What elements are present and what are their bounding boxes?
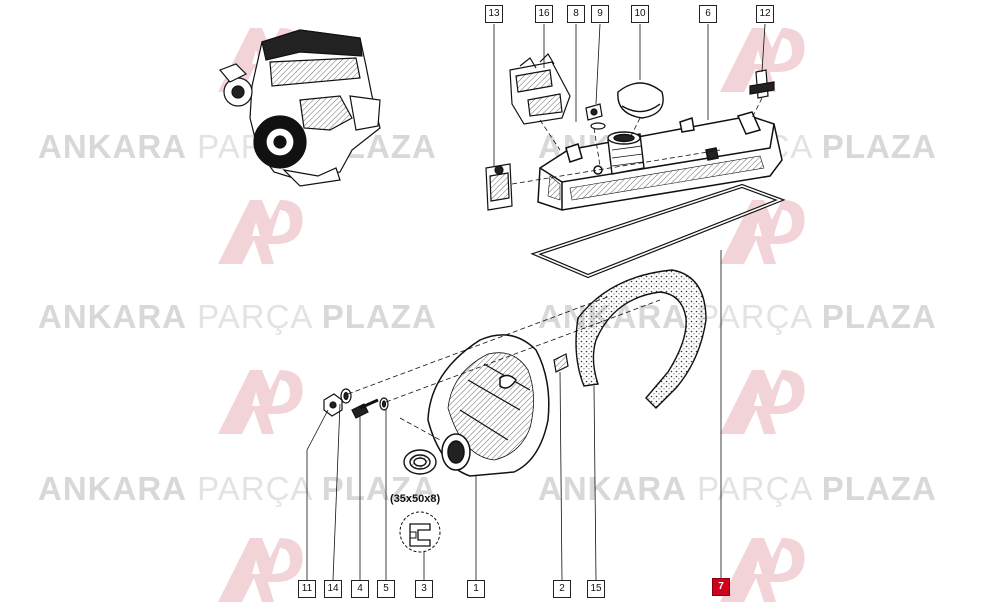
wiring-bracket [509,53,571,125]
watermark-text: ANKARA PARÇA PLAZA [538,470,937,507]
seal-section-detail [399,511,441,553]
callout-8[interactable]: 8 [567,5,585,23]
watermark-logo-icon [218,200,303,264]
breather-valve [485,163,513,211]
crankshaft-oil-seal [403,449,437,475]
callout-7-highlighted[interactable]: 7 [712,578,730,596]
callout-6[interactable]: 6 [699,5,717,23]
watermark-text: ANKARA PARÇA PLAZA [38,298,437,335]
watermark-logo-icon [720,538,805,602]
callout-15[interactable]: 15 [587,580,605,598]
watermark-logo-icon [720,28,805,92]
seal-dimension-label: (35x50x8) [390,493,441,505]
callout-9[interactable]: 9 [591,5,609,23]
hardware-parts [323,69,775,419]
watermark-logo-icon [218,370,303,434]
watermark-text: ANKARA PARÇA PLAZA [538,298,937,335]
watermark-text: ANKARA PARÇA PLAZA [38,470,437,507]
engine-thumbnail [218,29,381,187]
callout-2[interactable]: 2 [553,580,571,598]
callout-3[interactable]: 3 [415,580,433,598]
assembly-lines [347,97,763,441]
callout-4[interactable]: 4 [351,580,369,598]
callout-16[interactable]: 16 [535,5,553,23]
oil-filler-cap [617,82,664,119]
callout-5[interactable]: 5 [377,580,395,598]
watermark-logo-icon [720,200,805,264]
callout-1[interactable]: 1 [467,580,485,598]
callout-11[interactable]: 11 [298,580,316,598]
oil-filler-neck [607,131,645,175]
watermark-logo-icon [218,538,303,602]
watermark-logo-icon [720,370,805,434]
valve-cover [537,111,783,211]
timing-cover-gasket [575,269,707,409]
timing-cover [427,334,550,477]
callout-10[interactable]: 10 [631,5,649,23]
callout-leader-lines [306,23,766,581]
callout-14[interactable]: 14 [324,580,342,598]
callout-12[interactable]: 12 [756,5,774,23]
rocker-cover-gasket [530,183,786,279]
callout-13[interactable]: 13 [485,5,503,23]
